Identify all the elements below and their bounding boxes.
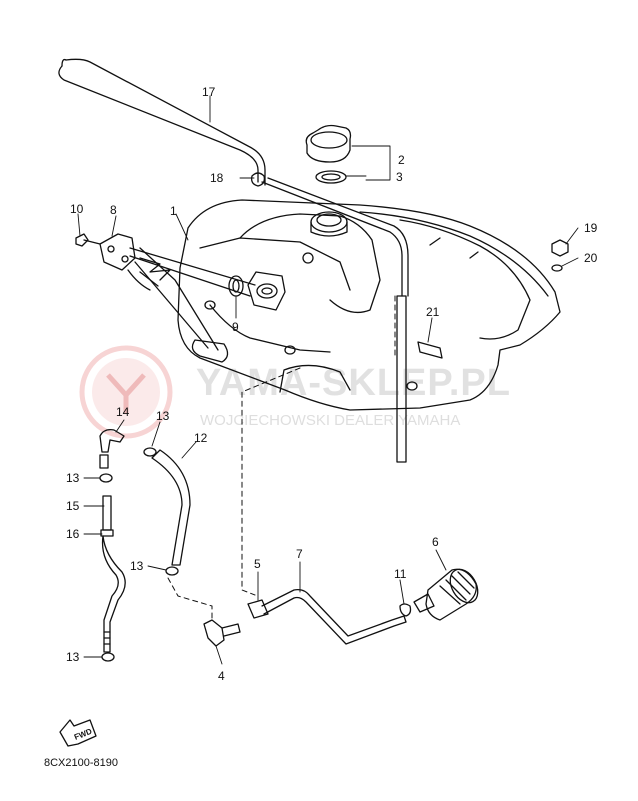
fuel-line-7: [261, 588, 407, 645]
watermark-subtitle: WOJCIECHOWSKI DEALER YAMAHA: [200, 412, 461, 429]
label-part-8: 8: [110, 203, 117, 217]
label-part-10: 10: [70, 202, 84, 216]
label-part-6: 6: [432, 535, 439, 549]
clamp-11: [399, 603, 412, 617]
label-part-7: 7: [296, 547, 303, 561]
label-part-3: 3: [396, 170, 403, 184]
fwd-arrow-label: FWD: [73, 727, 93, 742]
label-part-17: 17: [202, 85, 216, 99]
fuel-pump: [99, 233, 256, 363]
label-part-13: 13: [156, 409, 170, 423]
label-part-1: 1: [170, 204, 177, 218]
clamp-13: [143, 447, 157, 457]
fuel-filter-6: [413, 568, 479, 621]
fitting-5: [247, 599, 269, 619]
fuel-tank: [177, 199, 561, 411]
fuel-sender-unit: [228, 271, 286, 311]
label-part-9: 9: [232, 320, 239, 334]
label-part-12: 12: [194, 431, 208, 445]
label-part-18: 18: [210, 171, 224, 185]
fwd-arrow-icon: [59, 719, 97, 747]
nut-19: [551, 239, 569, 257]
clip-18: [250, 172, 266, 187]
label-part-2: 2: [398, 153, 405, 167]
label-part-20: 20: [584, 251, 598, 265]
label-part-21: 21: [426, 305, 440, 319]
label-part-14: 14: [116, 405, 130, 419]
breather-hose: [58, 58, 409, 463]
pipe-15: [102, 495, 112, 531]
bolt-10: [75, 233, 101, 247]
fuel-cap: [305, 124, 352, 184]
hose-12: [151, 449, 191, 566]
fitting-4: [203, 619, 225, 647]
label-part-13: 13: [66, 471, 80, 485]
label-part-5: 5: [254, 557, 261, 571]
label-part-15: 15: [66, 499, 80, 513]
fitting-14: [99, 428, 125, 453]
diagram-code: 8CX2100-8190: [44, 757, 119, 769]
label-part-19: 19: [584, 221, 598, 235]
clamp-16: [100, 529, 114, 537]
washer-20: [551, 264, 563, 272]
label-part-13: 13: [66, 650, 80, 664]
label-part-4: 4: [218, 669, 225, 683]
label-part-13: 13: [130, 559, 144, 573]
label-part-16: 16: [66, 527, 80, 541]
label-part-11: 11: [394, 567, 407, 581]
watermark-title: YAMA-SKLEP.PL: [196, 362, 511, 404]
bolt-21: [417, 341, 443, 359]
